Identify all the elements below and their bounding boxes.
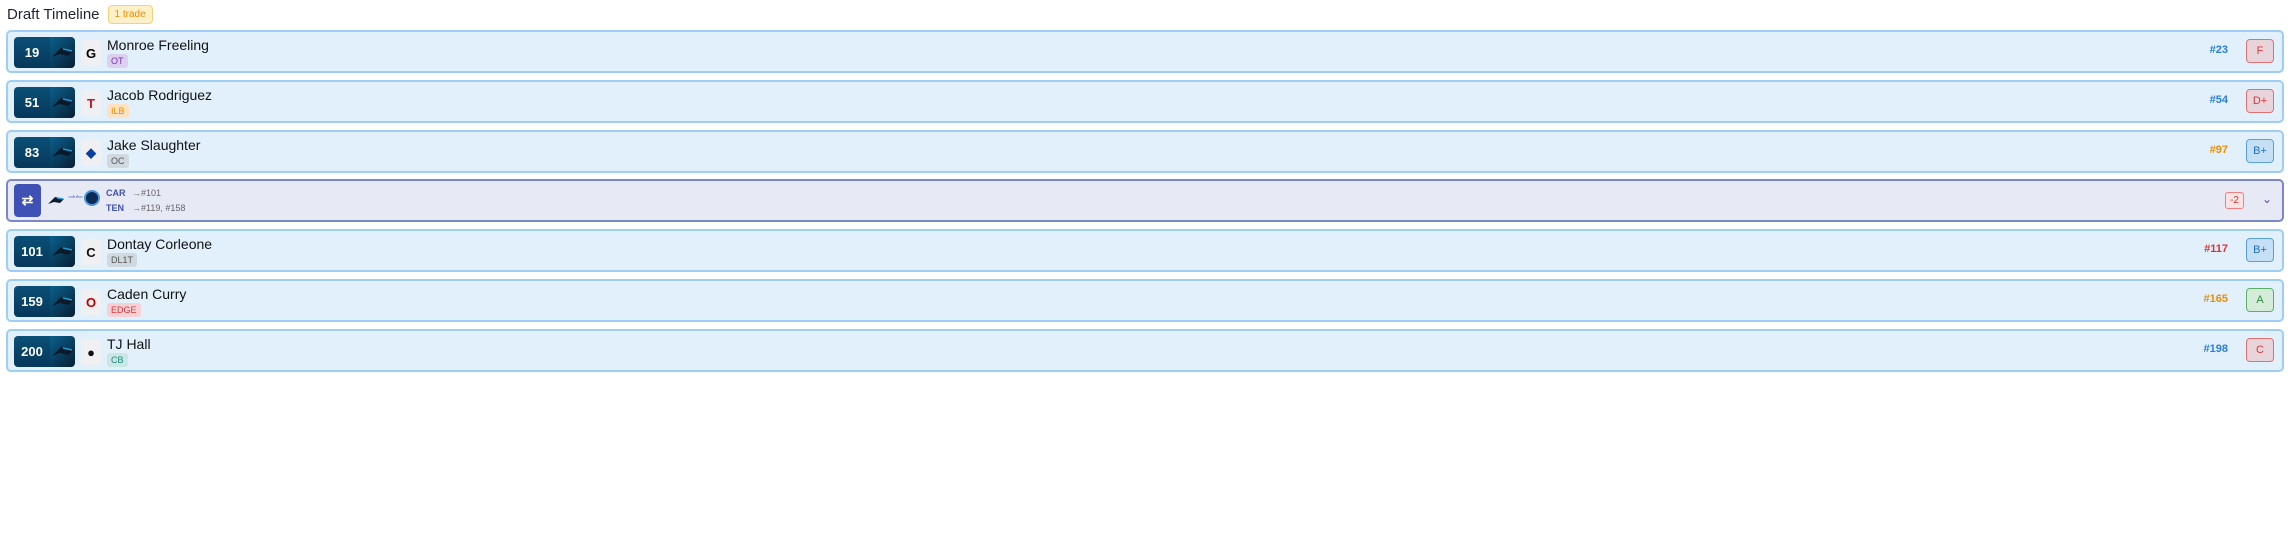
pick-number: 200 [14, 336, 50, 367]
position-tag: DL1T [107, 253, 138, 267]
player-rank: #23 [2209, 44, 2228, 56]
panthers-logo-icon [48, 193, 64, 204]
player-rank: #117 [2204, 243, 2228, 255]
position-tag: CB [107, 353, 128, 367]
trade-row[interactable]: ⇄ ⇀↼ CAR →#101 TEN →#119, #158 -2 ⌄ [6, 179, 2284, 222]
player-name: Jake Slaughter [107, 137, 201, 153]
player-name: Monroe Freeling [107, 37, 209, 53]
pick-row[interactable]: 51 T Jacob Rodriguez ILB #54 D+ [6, 80, 2284, 123]
trade-arrows-icon: ⇀↼ [68, 192, 84, 202]
trade-team-1: CAR [106, 188, 126, 198]
grade-badge: D+ [2246, 89, 2274, 113]
pick-number: 51 [14, 87, 50, 118]
chevron-down-icon[interactable]: ⌄ [2261, 192, 2272, 206]
player-name: Jacob Rodriguez [107, 87, 213, 103]
swap-icon: ⇄ [14, 184, 41, 217]
header: Draft Timeline 1 trade [7, 5, 153, 24]
player-name: TJ Hall [107, 336, 151, 352]
panthers-logo-icon [50, 236, 75, 267]
trade-team-1-gets: →#101 [132, 188, 162, 198]
titans-logo-icon [84, 190, 100, 206]
trade-value-diff: -2 [2225, 192, 2244, 209]
pick-row[interactable]: 19 G Monroe Freeling OT #23 F [6, 30, 2284, 73]
position-tag: ILB [107, 104, 129, 118]
panthers-logo-icon [50, 87, 75, 118]
grade-badge: B+ [2246, 238, 2274, 262]
grade-badge: F [2246, 39, 2274, 63]
panthers-logo-icon [50, 37, 75, 68]
texas-tech-logo-icon: T [81, 90, 101, 116]
pick-number: 159 [14, 286, 50, 317]
pick-badge: 159 [14, 286, 75, 317]
player-rank: #54 [2209, 94, 2228, 106]
cincinnati-logo-icon: C [81, 239, 101, 265]
position-tag: EDGE [107, 303, 141, 317]
trade-team-2-gets: →#119, #158 [132, 203, 186, 213]
pick-row[interactable]: 101 C Dontay Corleone DL1T #117 B+ [6, 229, 2284, 272]
panthers-logo-icon [50, 336, 75, 367]
position-tag: OC [107, 154, 129, 168]
grade-badge: B+ [2246, 139, 2274, 163]
pick-row[interactable]: 83 ◆ Jake Slaughter OC #97 B+ [6, 130, 2284, 173]
page-title: Draft Timeline [7, 6, 100, 23]
player-name: Caden Curry [107, 286, 187, 302]
trade-count-badge: 1 trade [107, 5, 153, 24]
florida-logo-icon: ◆ [81, 140, 101, 166]
pick-row[interactable]: 159 O Caden Curry EDGE #165 A [6, 279, 2284, 322]
iowa-logo-icon: ● [81, 339, 101, 365]
pick-badge: 200 [14, 336, 75, 367]
ohio-state-logo-icon: O [81, 289, 101, 315]
position-tag: OT [107, 54, 128, 68]
pick-badge: 19 [14, 37, 75, 68]
pick-badge: 83 [14, 137, 75, 168]
georgia-logo-icon: G [81, 40, 101, 66]
player-rank: #97 [2209, 144, 2228, 156]
pick-number: 19 [14, 37, 50, 68]
panthers-logo-icon [50, 286, 75, 317]
pick-number: 83 [14, 137, 50, 168]
pick-number: 101 [14, 236, 50, 267]
pick-badge: 101 [14, 236, 75, 267]
player-name: Dontay Corleone [107, 236, 213, 252]
grade-badge: C [2246, 338, 2274, 362]
trade-team-2: TEN [106, 203, 124, 213]
grade-badge: A [2246, 288, 2274, 312]
player-rank: #165 [2203, 293, 2228, 305]
panthers-logo-icon [50, 137, 75, 168]
pick-row[interactable]: 200 ● TJ Hall CB #198 C [6, 329, 2284, 372]
pick-badge: 51 [14, 87, 75, 118]
player-rank: #198 [2203, 343, 2228, 355]
